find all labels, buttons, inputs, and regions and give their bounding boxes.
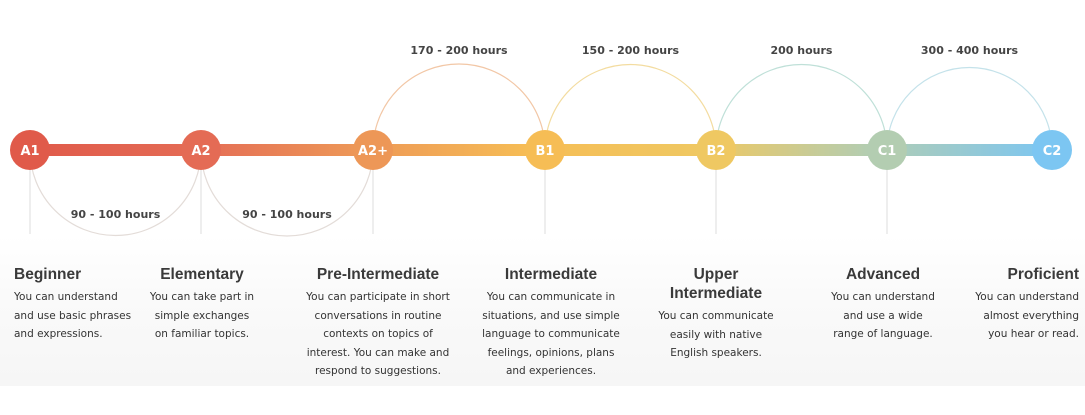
level-description-line: You can understand <box>831 291 935 303</box>
arc-a1-to-a2 <box>29 149 202 237</box>
level-title: Beginner <box>14 266 82 283</box>
hours-label: 300 - 400 hours <box>921 44 1019 57</box>
level-circle <box>696 130 736 170</box>
hours-labels: 90 - 100 hours 90 - 100 hours 170 - 200 ho… <box>71 44 1019 221</box>
level-title: Advanced <box>845 266 921 283</box>
level-description-line: You can take part in <box>149 291 255 303</box>
level-title: Pre-Intermediate <box>316 266 440 283</box>
level-description: You can understand and use basic phrases a… <box>14 288 154 344</box>
level-code: B1 <box>536 144 555 159</box>
level-circle <box>10 130 50 170</box>
level-nodes: A1 A2 A2+ B1 B2 C1 C2 <box>10 130 1072 170</box>
hours-label: 200 hours <box>771 44 833 57</box>
level-description: You can communicate in situations, and us… <box>476 288 626 381</box>
level-description: You can understand almost everything you h… <box>955 288 1079 344</box>
level-description-line: and use basic phrases <box>14 309 132 322</box>
level-node-b2: B2 <box>696 130 736 170</box>
level-code: C1 <box>878 144 897 159</box>
level-circle <box>525 130 565 170</box>
level-description-line: on familiar topics. <box>154 328 250 340</box>
level-circle <box>181 130 221 170</box>
level-description-line: You can communicate <box>658 310 774 322</box>
description-band <box>0 236 1085 386</box>
level-code: B2 <box>707 144 726 159</box>
level-node-c1: C1 <box>867 130 907 170</box>
level-description-line: You can participate in short <box>306 291 450 303</box>
arc-a2-plus-to-b1 <box>372 63 546 151</box>
level-title: Intermediate <box>504 266 598 283</box>
level-description-line: situations, and use simple <box>482 309 620 322</box>
level-description-line: range of language. <box>833 328 933 340</box>
level-code: A2 <box>191 144 210 159</box>
arc-b2-to-c1 <box>715 63 888 151</box>
level-code: A1 <box>20 144 39 159</box>
level-description-line: easily with native <box>669 328 763 341</box>
level-description-line: You can understand <box>14 291 118 303</box>
level-description-line: you hear or read. <box>988 328 1079 340</box>
level-description-line: You can understand <box>975 291 1079 303</box>
level-description-line: respond to suggestions. <box>315 365 441 377</box>
transition-arcs <box>29 63 1053 237</box>
level-description-line: English speakers. <box>670 347 762 359</box>
level-node-b1: B1 <box>525 130 565 170</box>
hours-label: 90 - 100 hours <box>242 208 332 221</box>
level-node-a2-plus: A2+ <box>353 130 393 170</box>
level-circle <box>867 130 907 170</box>
level-circle <box>1032 130 1072 170</box>
level-description-line: interest. You can make and <box>306 346 450 359</box>
level-description-line: and expressions. <box>14 328 103 340</box>
level-title-line: Intermediate <box>669 285 763 302</box>
level-description-line: conversations in routine <box>314 309 442 322</box>
level-title: Proficient <box>1007 266 1079 283</box>
hours-label: 90 - 100 hours <box>71 208 161 221</box>
level-description-line: and experiences. <box>505 365 597 377</box>
level-code: C2 <box>1043 144 1062 159</box>
hours-label: 170 - 200 hours <box>410 44 508 57</box>
level-description-line: almost everything <box>983 309 1079 322</box>
connector-stems <box>29 150 888 234</box>
arc-a2-to-a2-plus <box>200 149 374 237</box>
level-description-line: simple exchanges <box>154 309 250 322</box>
level-description-line: and use a wide <box>843 309 923 322</box>
hours-label: 150 - 200 hours <box>582 44 680 57</box>
level-node-a2: A2 <box>181 130 221 170</box>
arc-b1-to-b2 <box>544 63 717 151</box>
level-description-line: You can communicate in <box>486 291 616 303</box>
level-circle <box>353 130 393 170</box>
level-description: You can participate in short conversation… <box>298 288 458 381</box>
level-description: You can take part in simple exchanges on f… <box>134 288 270 344</box>
level-title: Elementary <box>160 266 244 283</box>
level-description: You can understand and use a wide range of… <box>818 288 948 344</box>
arc-c1-to-c2 <box>886 66 1053 151</box>
level-description-line: contexts on topics of <box>323 328 433 340</box>
level-description-line: language to communicate <box>482 328 620 340</box>
level-code: A2+ <box>358 144 388 159</box>
level-description-line: feelings, opinions, plans <box>487 346 615 359</box>
level-node-a1: A1 <box>10 130 50 170</box>
level-title-line: Upper <box>693 266 739 283</box>
level-node-c2: C2 <box>1032 130 1072 170</box>
